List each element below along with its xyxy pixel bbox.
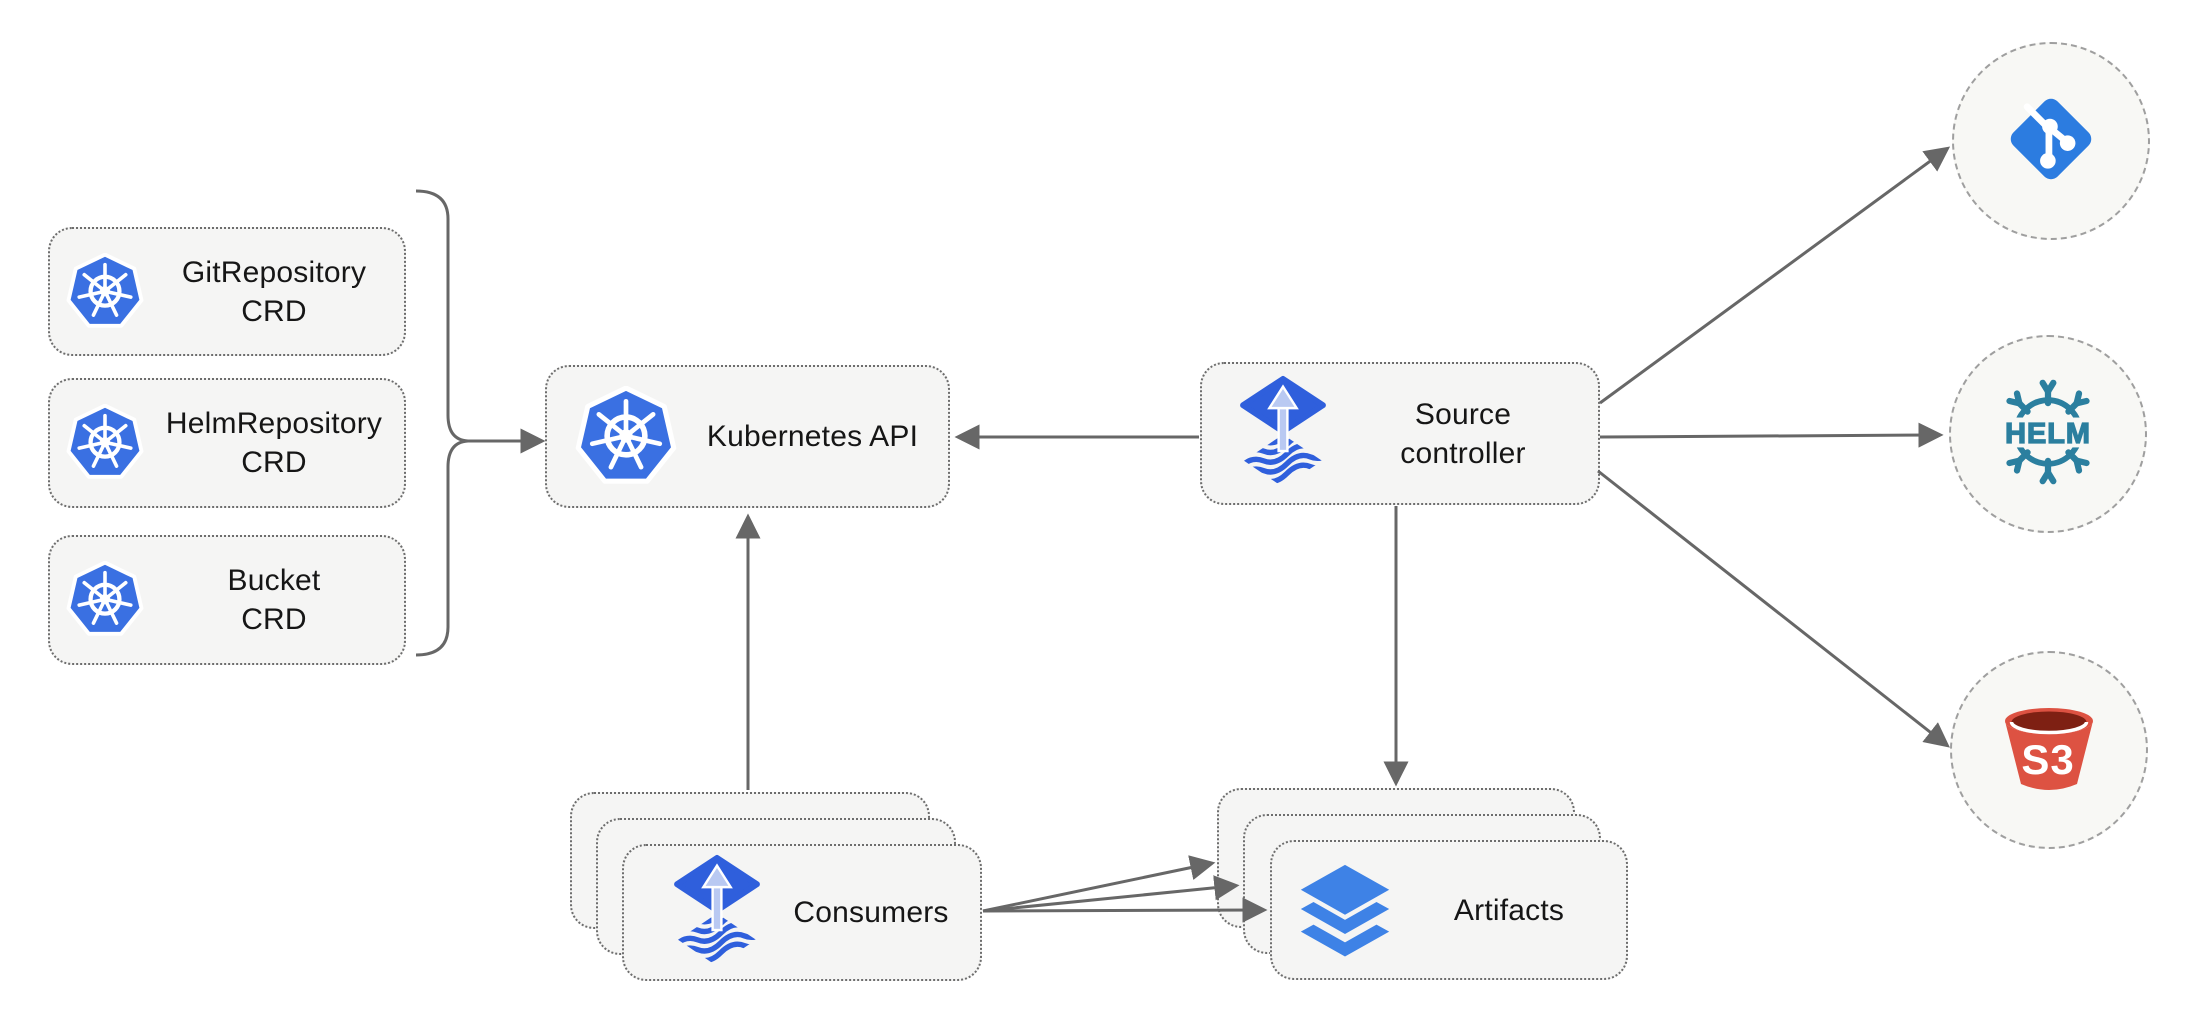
kubernetes-wheel-icon xyxy=(66,561,144,639)
connector-source-to-git xyxy=(1599,146,1951,405)
s3-bucket-icon: S3 xyxy=(1994,693,2104,808)
node-label: Artifacts xyxy=(1453,893,1565,927)
node-consumers: Consumers xyxy=(622,844,982,981)
node-artifacts: Artifacts xyxy=(1270,840,1628,980)
kubernetes-wheel-icon xyxy=(575,385,677,488)
git-branch-icon xyxy=(1999,87,2103,196)
connector-source-to-helm xyxy=(1599,422,1944,448)
helm-wheel-icon: HELM xyxy=(1995,379,2101,490)
kubernetes-wheel-icon xyxy=(66,404,144,482)
layers-icon xyxy=(1298,861,1392,959)
flux-icon xyxy=(672,854,762,971)
connector-source-to-s3 xyxy=(1597,469,1950,748)
flux-icon xyxy=(1238,375,1328,492)
external-git xyxy=(1952,42,2150,240)
node-label: Kubernetes API xyxy=(706,420,919,453)
connector-consumers-to-artifacts-1 xyxy=(982,855,1216,913)
external-s3: S3 xyxy=(1950,651,2148,849)
external-helm: HELM xyxy=(1949,335,2147,533)
node-label: Consumers xyxy=(793,896,949,929)
kubernetes-wheel-icon xyxy=(66,252,144,331)
node-kubernetes-api: Kubernetes API xyxy=(545,365,950,508)
connector-consumers-to-artifacts-2 xyxy=(982,875,1240,913)
s3-logo-text: S3 xyxy=(2021,736,2074,783)
crd-group-bracket xyxy=(415,189,469,657)
helm-logo-text: HELM xyxy=(2005,418,2091,450)
